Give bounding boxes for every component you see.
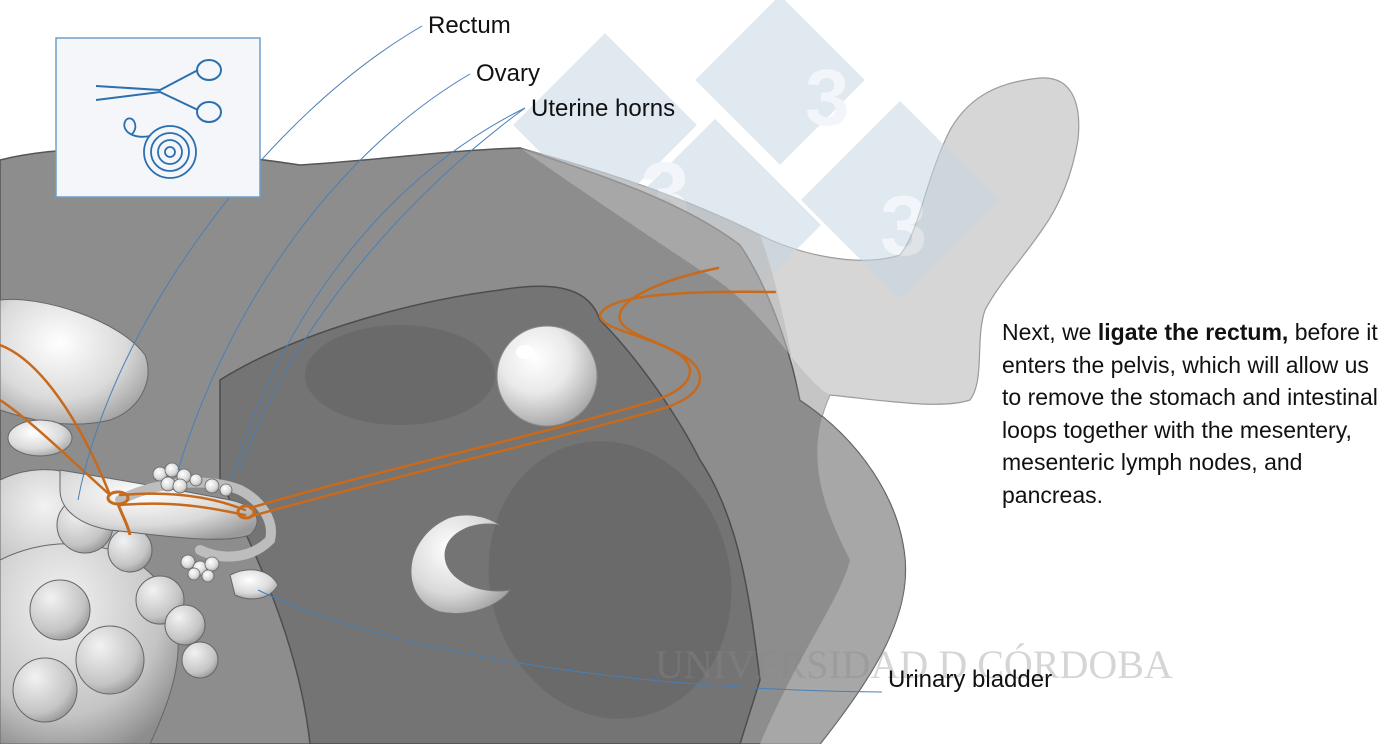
white-sphere (496, 325, 598, 427)
urinary-bladder-shape (229, 569, 279, 600)
ligature-threads (0, 266, 777, 518)
watermark-digit: 3 (805, 53, 850, 142)
suture-thread-icon (123, 117, 197, 179)
leader-lines (77, 25, 883, 693)
urinary-bladder-leader (257, 589, 883, 693)
scissors-icon (95, 59, 222, 123)
label-rectum: Rectum (428, 12, 511, 39)
label-urinary-bladder: Urinary bladder (888, 666, 1053, 693)
uterine-horns-leader (231, 107, 526, 479)
instruments-inset (55, 37, 261, 198)
ovary-leader (177, 73, 471, 471)
label-uterine-horns: Uterine horns (531, 95, 676, 122)
caption-bold: ligate the rectum, (1097, 319, 1289, 345)
label-ovary: Ovary (476, 60, 541, 87)
watermark-digit-3: 3 (880, 179, 927, 274)
crescent-shape (410, 514, 512, 614)
limb-overlay (520, 148, 906, 744)
shaded-area-lower (488, 441, 732, 719)
ovary-cluster-lower (180, 554, 220, 583)
ligature-knot (106, 490, 256, 536)
uterine-horns-leader-2 (239, 107, 526, 471)
caption-text: Next, we ligate the rectum, before it en… (1002, 316, 1394, 511)
caption-part2: before it enters the pelvis, which will … (1002, 319, 1378, 508)
watermark-university: UNIVERSIDAD D CÓRDOBA (655, 642, 1173, 687)
sphere-highlight (516, 345, 534, 359)
shaded-area-upper (305, 325, 495, 425)
caption-part1: Next, we (1002, 319, 1098, 345)
rectum-leader (77, 25, 423, 501)
ovary-cluster-upper (152, 462, 233, 497)
